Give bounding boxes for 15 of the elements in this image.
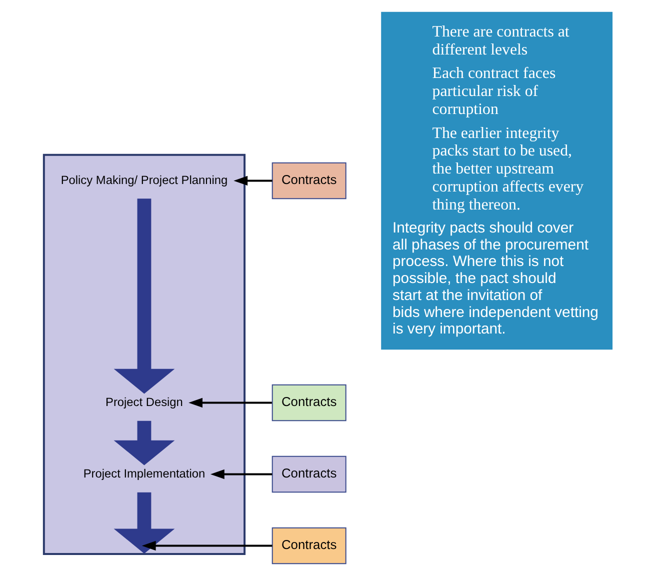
node-box: Contracts [271,456,346,493]
node-text: Project Design [105,394,182,409]
arrow [233,176,272,186]
arrow [210,469,272,480]
node-box: There are contracts at different levels Each contract faces particular risk of corruption The earlier integrity packs start to be used, the better upstream corruption affects every thing thereon. Integrity pacts should cover all phases of the procurement process. Where this is not possible, the pact should start at the invitation of bids where independent vetting is very important. [380,12,612,350]
node-box: Contracts [271,527,346,564]
arrow [141,540,272,551]
arrow [113,420,174,466]
arrow [113,492,174,554]
node-text: Policy Making/ Project Planning [60,172,228,187]
node-text: Project Implementation [82,466,205,480]
arrow [188,398,272,408]
node-box: Contracts [271,162,346,200]
arrow [113,198,174,394]
node-box: Contracts [271,384,346,422]
